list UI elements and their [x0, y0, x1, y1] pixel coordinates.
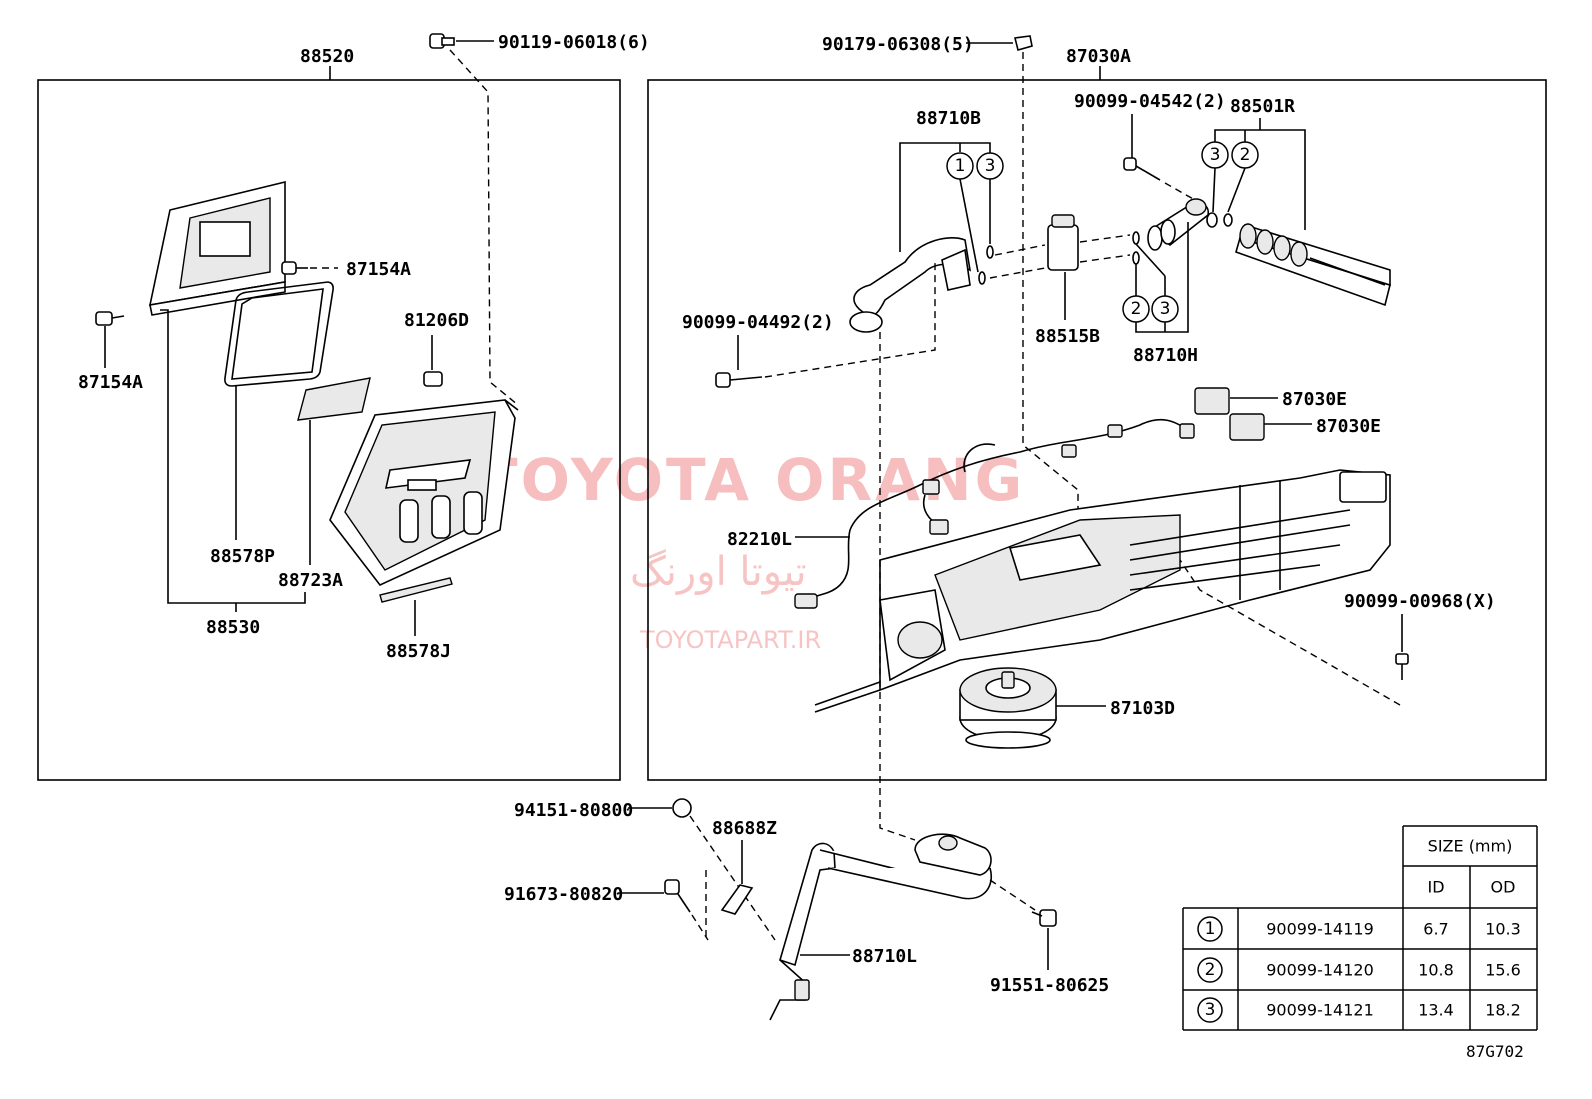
label-88578J: 88578J	[386, 641, 451, 662]
size-table-title: SIZE (mm)	[1428, 837, 1513, 856]
label-90099-04542: 90099-04542(2)	[1074, 91, 1226, 112]
table-row: 1 90099-14119 6.7 10.3	[1197, 916, 1521, 942]
table-row-od: 18.2	[1485, 1001, 1521, 1020]
callout-3-88710B: 3	[976, 152, 1004, 180]
label-88710L: 88710L	[852, 946, 917, 967]
screw-90099-00968[interactable]	[1395, 653, 1409, 680]
watermark-brand: TOYOTA ORANG	[478, 446, 1025, 514]
diagram-code: 87G702	[1466, 1042, 1524, 1061]
label-90099-00968: 90099-00968(X)	[1344, 591, 1496, 612]
size-table-col-od: OD	[1491, 878, 1516, 897]
table-row-id: 6.7	[1423, 920, 1448, 939]
label-88710B: 88710B	[916, 108, 981, 129]
size-table: SIZE (mm) ID OD 1 90099-14119 6.7 10.3 2…	[1182, 825, 1538, 1031]
label-88710H: 88710H	[1133, 345, 1198, 366]
svg-text:2: 2	[1205, 960, 1216, 980]
pipe-88710L[interactable]	[769, 833, 992, 1021]
label-88520: 88520	[300, 46, 354, 67]
hvac-unit-88520[interactable]	[329, 399, 519, 586]
bottom-parts-group: 94151-80800 88688Z 91673-80820 88710L	[504, 798, 1109, 1021]
callout-2-88501R: 2	[1231, 141, 1259, 169]
table-row-part: 90099-14119	[1266, 920, 1374, 939]
svg-text:3: 3	[1210, 145, 1221, 165]
svg-text:3: 3	[1205, 1000, 1216, 1020]
svg-text:1: 1	[955, 156, 966, 176]
right-assembly-frame	[647, 79, 1547, 781]
callout-3-88501R: 3	[1201, 141, 1229, 169]
filter-door-part[interactable]	[148, 180, 286, 316]
table-row-part: 90099-14120	[1266, 961, 1374, 980]
label-87030E-upper: 87030E	[1282, 389, 1347, 410]
clip-87154A-left[interactable]	[95, 311, 125, 326]
table-row-id: 10.8	[1418, 961, 1454, 980]
callout-1-88710B: 1	[946, 152, 974, 180]
right-assembly-group: 87030A 90179-06308(5) 88710B 1 3	[647, 34, 1547, 781]
strip-88578J[interactable]	[379, 577, 453, 603]
svg-text:3: 3	[985, 156, 996, 176]
table-row: 3 90099-14121 13.4 18.2	[1197, 997, 1521, 1023]
nut-94151[interactable]	[672, 798, 692, 818]
table-row-id: 13.4	[1418, 1001, 1454, 1020]
label-90119: 90119-06018(6)	[498, 32, 650, 53]
label-87030E-lower: 87030E	[1316, 416, 1381, 437]
evaporator-88501R[interactable]	[1235, 223, 1391, 307]
gasket-88578P[interactable]	[224, 281, 334, 387]
bolt-91673[interactable]	[664, 879, 691, 913]
size-table-col-id: ID	[1427, 878, 1444, 897]
table-row: 2 90099-14120 10.8 15.6	[1197, 957, 1521, 983]
nut-90179[interactable]	[1014, 35, 1033, 51]
svg-text:2: 2	[1240, 145, 1251, 165]
label-90179: 90179-06308(5)	[822, 34, 974, 55]
connector-87030E-lower[interactable]	[1229, 413, 1265, 441]
table-row-part: 90099-14121	[1266, 1001, 1374, 1020]
label-81206D: 81206D	[404, 310, 469, 331]
label-87154A-left: 87154A	[78, 372, 143, 393]
label-88688Z: 88688Z	[712, 818, 777, 839]
bolt-90099-04542[interactable]	[1123, 157, 1161, 181]
pipe-88710B[interactable]	[853, 237, 972, 317]
table-row-od: 15.6	[1485, 961, 1521, 980]
watermark-persian: تیوتا اورنگ	[630, 549, 807, 595]
label-90099-04492: 90099-04492(2)	[682, 312, 834, 333]
part-81206D[interactable]	[423, 371, 443, 387]
clip-87154A-right[interactable]	[281, 261, 308, 275]
label-91673: 91673-80820	[504, 884, 623, 905]
screw-90119[interactable]	[429, 33, 455, 49]
left-assembly-group: 88520 87154A 87154A 88578P 8872	[37, 32, 650, 781]
bolt-90099-04492[interactable]	[715, 372, 763, 388]
svg-text:1: 1	[1205, 919, 1216, 939]
label-88578P: 88578P	[210, 546, 275, 567]
blower-87103D[interactable]	[959, 667, 1057, 749]
svg-text:2: 2	[1131, 299, 1142, 319]
callout-3-88710H: 3	[1151, 295, 1179, 323]
callout-2-88710H: 2	[1122, 295, 1150, 323]
label-88530: 88530	[206, 617, 260, 638]
bolt-91551[interactable]	[1031, 909, 1057, 927]
watermark-site: TOYOTAPART.IR	[639, 626, 821, 654]
label-94151: 94151-80800	[514, 800, 633, 821]
label-88515B: 88515B	[1035, 326, 1100, 347]
valve-88515B[interactable]	[1047, 214, 1079, 271]
label-91551: 91551-80625	[990, 975, 1109, 996]
connector-87030E-upper[interactable]	[1194, 387, 1230, 415]
hvac-housing-87030A[interactable]	[814, 469, 1391, 713]
label-88723A: 88723A	[278, 570, 343, 591]
svg-text:3: 3	[1160, 299, 1171, 319]
left-assembly-frame	[37, 79, 621, 781]
label-87103D: 87103D	[1110, 698, 1175, 719]
filter-88723A[interactable]	[297, 377, 371, 421]
label-82210L: 82210L	[727, 529, 792, 550]
label-88501R: 88501R	[1230, 96, 1295, 117]
bracket-88688Z[interactable]	[720, 884, 754, 915]
label-87030A: 87030A	[1066, 46, 1131, 67]
label-87154A-right: 87154A	[346, 259, 411, 280]
table-row-od: 10.3	[1485, 920, 1521, 939]
